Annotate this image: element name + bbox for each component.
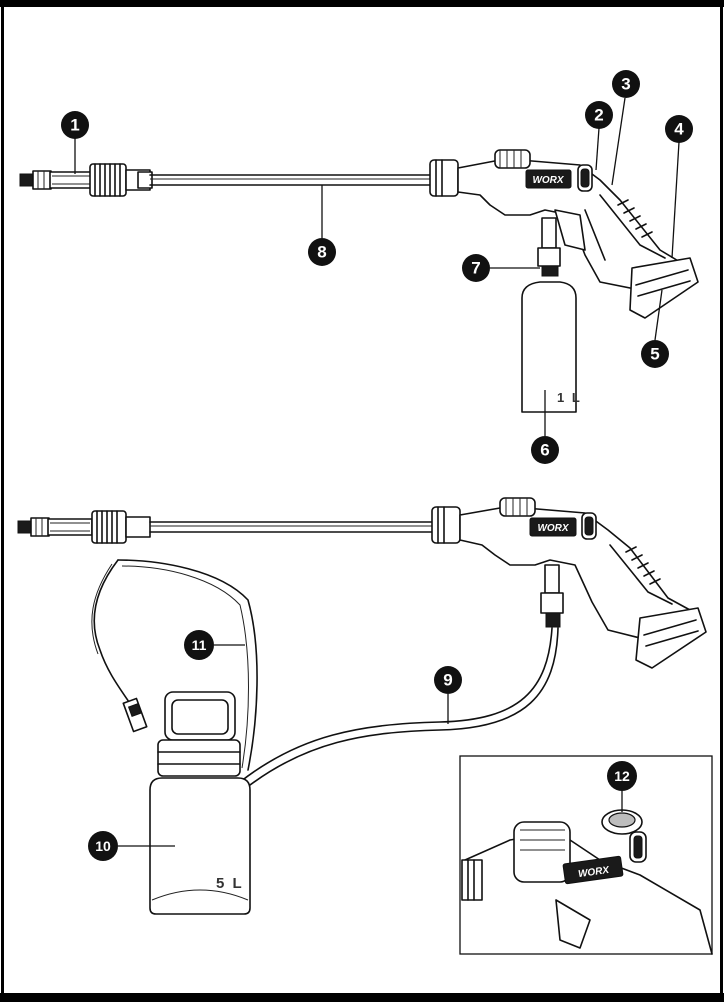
- brand-label-top: WORX: [532, 175, 564, 186]
- callout-12-label: 12: [614, 768, 630, 784]
- bottle-small-volume: 1 L: [557, 390, 582, 405]
- extension-wand-bottom: [149, 521, 433, 533]
- callout-3-label: 3: [621, 75, 630, 94]
- callout-11-label: 11: [192, 637, 207, 653]
- callout-8-label: 8: [317, 243, 326, 262]
- callout-11: 11: [184, 630, 214, 660]
- callout-4-label: 4: [674, 120, 684, 139]
- callout-6-label: 6: [540, 441, 549, 460]
- brand-label-bottom: WORX: [537, 523, 569, 534]
- nozzle-tip-bottom: [17, 510, 151, 544]
- right-border: [720, 7, 723, 993]
- tank-large-volume: 5 L: [216, 875, 244, 892]
- grip-texture: [617, 199, 653, 238]
- extension-wand: [149, 174, 431, 186]
- callout-9: 9: [434, 666, 462, 694]
- callout-2-label: 2: [594, 106, 603, 125]
- tank-large: 5 L: [149, 691, 251, 915]
- gun-body-top: WORX: [429, 149, 699, 319]
- callout-5-label: 5: [650, 345, 659, 364]
- callout-10-label: 10: [95, 838, 111, 854]
- top-assembly: WORX 1 L: [19, 149, 699, 413]
- brand-label-inset: WORX: [577, 865, 611, 880]
- callout-5: 5: [641, 340, 669, 368]
- callout-9-label: 9: [443, 671, 452, 690]
- callout-10: 10: [88, 831, 118, 861]
- callout-1-label: 1: [70, 116, 79, 135]
- grip-texture-bottom: [625, 546, 661, 585]
- callout-1: 1: [61, 111, 89, 139]
- left-border: [1, 7, 4, 993]
- bottle-small: 1 L: [521, 281, 582, 413]
- callout-4: 4: [665, 115, 693, 143]
- top-border: [0, 0, 724, 7]
- callout-7-label: 7: [471, 259, 480, 278]
- bottom-border: [0, 993, 724, 1002]
- nozzle-tip: [19, 163, 153, 197]
- callout-3: 3: [612, 70, 640, 98]
- bottom-assembly: WORX: [17, 497, 713, 955]
- detail-inset: WORX: [459, 755, 713, 955]
- callout-7: 7: [462, 254, 490, 282]
- carry-strap: [91, 559, 258, 771]
- callout-12: 12: [607, 761, 637, 791]
- callout-8: 8: [308, 238, 336, 266]
- callout-2: 2: [585, 101, 613, 129]
- suction-hose: [239, 627, 559, 789]
- gun-body-bottom: WORX: [431, 497, 707, 669]
- leader-lines: [74, 97, 680, 847]
- callout-6: 6: [531, 436, 559, 464]
